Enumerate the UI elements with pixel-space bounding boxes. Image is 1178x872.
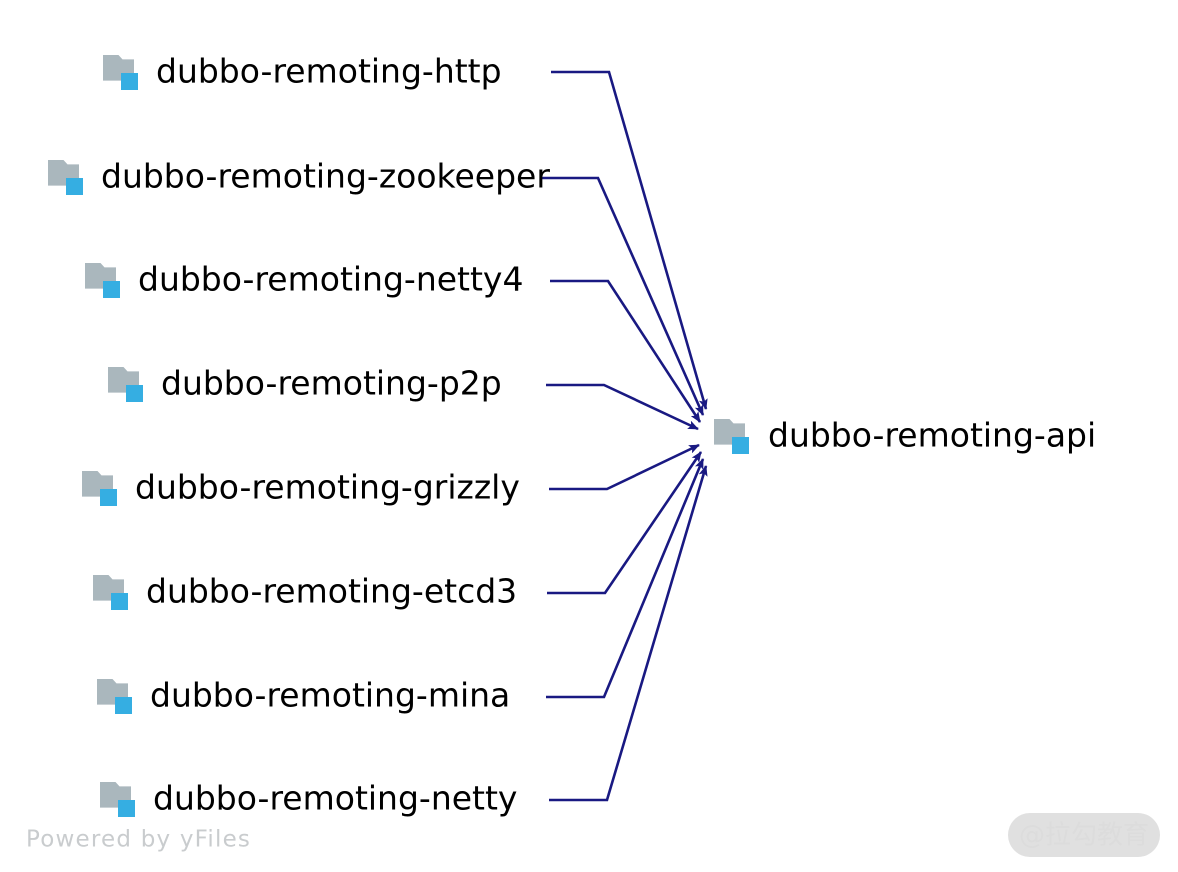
edge-dubbo-remoting-netty4-to-dubbo-remoting-api bbox=[550, 279, 702, 423]
edge-dubbo-remoting-etcd3-to-dubbo-remoting-api bbox=[547, 451, 703, 595]
node-label: dubbo-remoting-grizzly bbox=[135, 468, 520, 507]
badge-background bbox=[1008, 813, 1160, 857]
edge-dubbo-remoting-netty-to-dubbo-remoting-api bbox=[549, 465, 708, 802]
graph-node-dubbo-remoting-grizzly[interactable]: dubbo-remoting-grizzly bbox=[82, 468, 520, 507]
badge-label: @拉勾教育 bbox=[1019, 821, 1149, 851]
edge-dubbo-remoting-zookeeper-to-dubbo-remoting-api bbox=[540, 176, 705, 416]
node-label: dubbo-remoting-zookeeper bbox=[101, 157, 550, 196]
node-label: dubbo-remoting-mina bbox=[150, 676, 510, 715]
node-label: dubbo-remoting-netty4 bbox=[138, 260, 523, 299]
node-label: dubbo-remoting-etcd3 bbox=[146, 572, 517, 611]
nodes-layer: dubbo-remoting-http dubbo-remoting-zookee… bbox=[48, 52, 1096, 818]
watermark-badge: @拉勾教育 bbox=[1008, 813, 1160, 857]
node-label: dubbo-remoting-netty bbox=[153, 779, 517, 818]
edge-dubbo-remoting-p2p-to-dubbo-remoting-api bbox=[546, 383, 699, 431]
graph-node-dubbo-remoting-http[interactable]: dubbo-remoting-http bbox=[103, 52, 502, 91]
edges-layer bbox=[540, 70, 708, 802]
node-label: dubbo-remoting-api bbox=[768, 416, 1096, 455]
node-label: dubbo-remoting-http bbox=[156, 52, 502, 91]
edge-dubbo-remoting-grizzly-to-dubbo-remoting-api bbox=[549, 443, 700, 491]
graph-node-dubbo-remoting-zookeeper[interactable]: dubbo-remoting-zookeeper bbox=[48, 157, 550, 196]
edge-dubbo-remoting-mina-to-dubbo-remoting-api bbox=[546, 458, 705, 699]
graph-node-dubbo-remoting-api[interactable]: dubbo-remoting-api bbox=[714, 416, 1096, 455]
node-label: dubbo-remoting-p2p bbox=[161, 364, 502, 403]
watermark-yfiles: Powered by yFiles bbox=[26, 827, 251, 853]
edge-dubbo-remoting-http-to-dubbo-remoting-api bbox=[551, 70, 708, 410]
graph-node-dubbo-remoting-etcd3[interactable]: dubbo-remoting-etcd3 bbox=[93, 572, 517, 611]
graph-node-dubbo-remoting-netty4[interactable]: dubbo-remoting-netty4 bbox=[85, 260, 523, 299]
graph-node-dubbo-remoting-mina[interactable]: dubbo-remoting-mina bbox=[97, 676, 510, 715]
yfiles-watermark-label: Powered by yFiles bbox=[26, 827, 251, 853]
graph-node-dubbo-remoting-netty[interactable]: dubbo-remoting-netty bbox=[100, 779, 517, 818]
graph-node-dubbo-remoting-p2p[interactable]: dubbo-remoting-p2p bbox=[108, 364, 502, 403]
